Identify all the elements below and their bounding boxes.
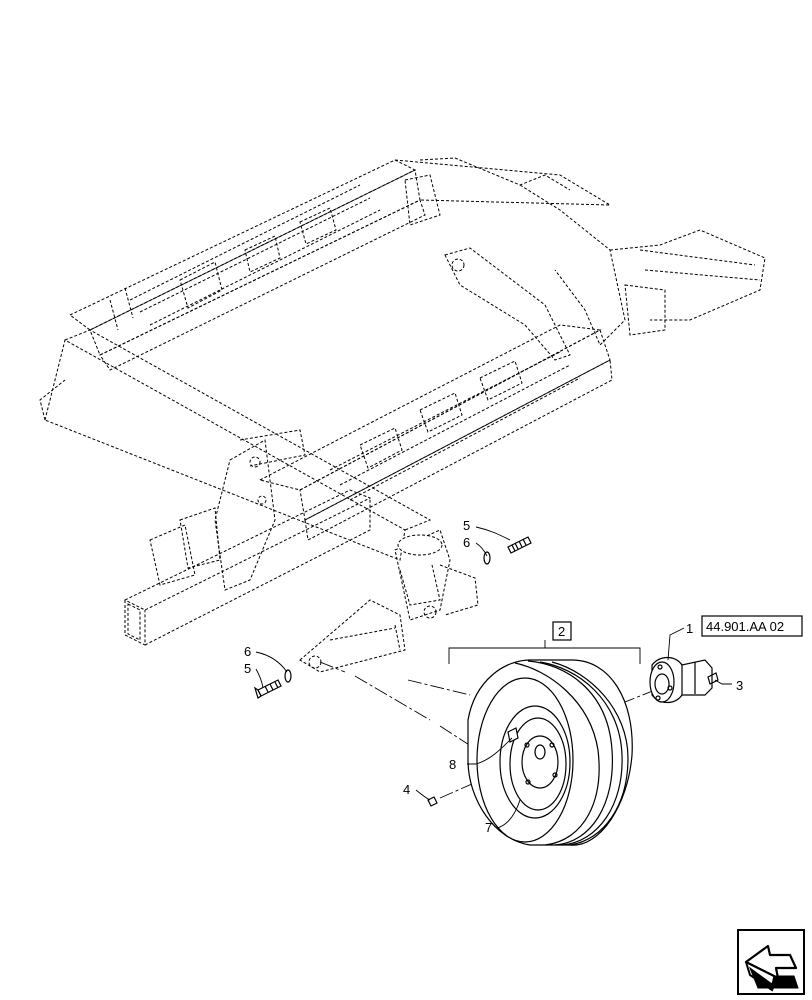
callout-8: 8 [449, 757, 456, 772]
callout-box-2 [552, 621, 572, 641]
callout-6-lower: 6 [244, 644, 251, 659]
hub-assembly [649, 656, 719, 704]
callout-7: 7 [485, 820, 492, 835]
reference-label: 44.901.AA 02 [706, 619, 784, 634]
callout-3: 3 [736, 678, 743, 693]
callout-6-upper: 6 [463, 535, 470, 550]
next-page-arrow-icon[interactable] [737, 929, 805, 995]
callout-4: 4 [403, 782, 410, 797]
frame-structure [39, 157, 766, 673]
callout-1: 1 [686, 621, 693, 636]
callout-2: 2 [558, 624, 565, 639]
item-2-bracket [448, 621, 641, 664]
fasteners [253, 536, 532, 807]
reference-box[interactable] [701, 615, 803, 637]
callout-5-lower: 5 [244, 661, 251, 676]
callout-5-upper: 5 [463, 518, 470, 533]
leader-lines [255, 526, 732, 829]
callouts: 5 6 6 5 2 1 3 8 4 7 44.901.AA 02 [244, 518, 784, 835]
wheel-assembly [467, 659, 633, 846]
